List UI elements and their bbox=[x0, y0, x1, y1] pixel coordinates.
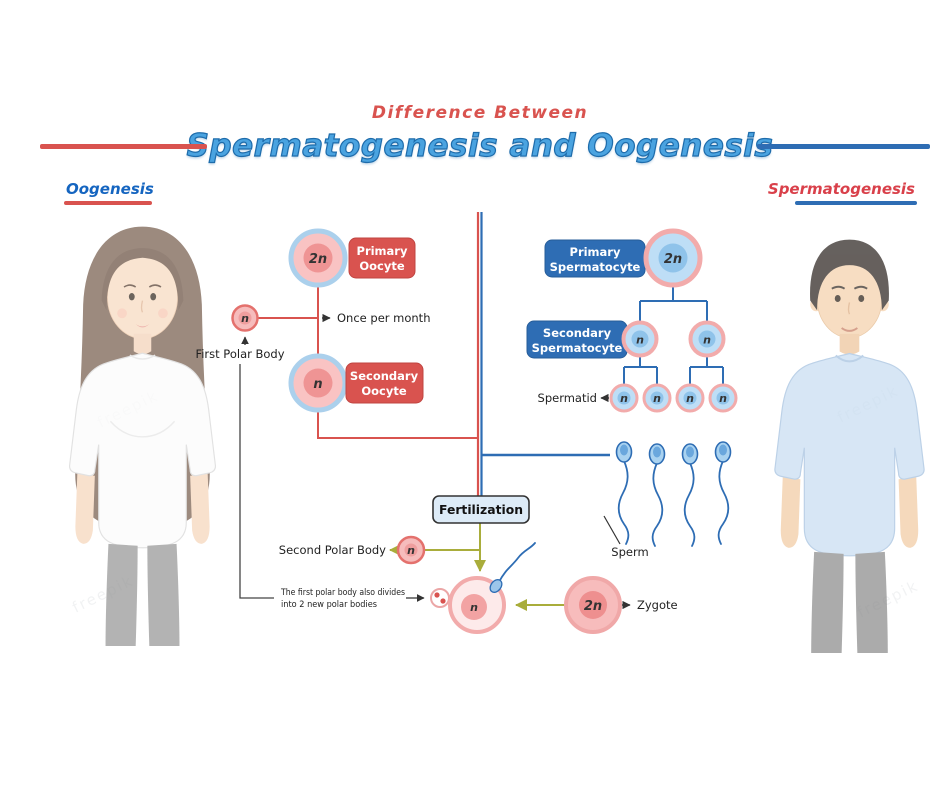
oogenesis-flow-lines bbox=[258, 285, 477, 439]
fertilized-egg-ploidy: n bbox=[470, 601, 478, 614]
man-facial-features bbox=[831, 285, 868, 332]
sperm-label: Sperm bbox=[611, 545, 648, 559]
fertilization-flow-lines bbox=[389, 523, 565, 611]
secondary-spermatocyte-ploidy-1: n bbox=[636, 334, 644, 347]
primary-spermatocyte-label-line1: Primary bbox=[570, 245, 621, 259]
first-polar-body-trace-line bbox=[239, 364, 274, 599]
woman-collar bbox=[129, 354, 156, 360]
primary-spermatocyte-ploidy: 2n bbox=[664, 252, 682, 267]
secondary-spermatocyte-cell: n bbox=[621, 320, 659, 358]
spermatid-label: Spermatid bbox=[538, 391, 597, 405]
spermatid-ploidy-4: n bbox=[719, 392, 727, 405]
sperm-pointer-line bbox=[603, 515, 621, 545]
divided-polar-bodies-icon bbox=[430, 588, 450, 608]
secondary-spermatocyte-label: Secondary Spermatocyte bbox=[526, 320, 628, 359]
woman-right-arm bbox=[190, 473, 210, 544]
secondary-spermatocyte-label-line1: Secondary bbox=[543, 326, 612, 340]
secondary-oocyte-label-line1: Secondary bbox=[350, 369, 419, 383]
first-polar-body-label: First Polar Body bbox=[195, 347, 284, 361]
primary-oocyte-label-line1: Primary bbox=[357, 244, 408, 258]
woman-facial-features bbox=[117, 284, 168, 328]
spermatid-cell: n bbox=[642, 383, 672, 413]
spermatid-cell: n bbox=[609, 383, 639, 413]
secondary-oocyte-label-line2: Oocyte bbox=[361, 384, 406, 398]
spermatogenesis-heading: Spermatogenesis bbox=[767, 180, 915, 198]
once-per-month-label: Once per month bbox=[337, 311, 430, 325]
sperm-cell bbox=[714, 441, 732, 545]
man-collar bbox=[835, 354, 864, 363]
polar-body-note: The first polar body also divides into 2… bbox=[280, 588, 450, 610]
woman-neck bbox=[133, 333, 152, 355]
woman-shirt-shading bbox=[109, 420, 176, 438]
secondary-spermatocyte-ploidy-2: n bbox=[703, 334, 711, 347]
man-left-leg bbox=[811, 551, 844, 653]
secondary-oocyte-ploidy: n bbox=[313, 377, 322, 392]
man-left-arm bbox=[780, 477, 801, 548]
title-accent-bar-left bbox=[40, 144, 207, 149]
secondary-spermatocyte-label-line2: Spermatocyte bbox=[532, 341, 623, 355]
primary-spermatocyte-cell: 2n bbox=[643, 228, 703, 288]
entering-sperm-icon bbox=[489, 542, 536, 593]
second-polar-body-cell: n bbox=[396, 535, 426, 565]
primary-spermatocyte-label: Primary Spermatocyte bbox=[544, 239, 646, 278]
fertilization-label: Fertilization bbox=[439, 503, 523, 517]
spermatogenesis-underline bbox=[795, 201, 917, 205]
first-polar-body-cell: n bbox=[231, 304, 259, 332]
spermatid-cell: n bbox=[708, 383, 738, 413]
woman-illustration bbox=[68, 226, 217, 646]
oogenesis-underline bbox=[64, 201, 152, 205]
polar-body-note-line1: The first polar body also divides bbox=[280, 588, 405, 598]
sperm-cell bbox=[648, 443, 666, 547]
second-polar-body-ploidy: n bbox=[407, 544, 415, 557]
man-right-leg bbox=[855, 551, 888, 653]
polar-body-note-line2: into 2 new polar bodies bbox=[281, 600, 377, 610]
man-shirt bbox=[774, 352, 925, 557]
primary-oocyte-label-line2: Oocyte bbox=[359, 259, 404, 273]
fertilization-box: Fertilization bbox=[432, 495, 530, 524]
secondary-oocyte-label: Secondary Oocyte bbox=[345, 362, 424, 404]
sperm-cell bbox=[615, 441, 633, 545]
spermatid-ploidy-2: n bbox=[653, 392, 661, 405]
man-right-arm bbox=[898, 477, 919, 548]
sperm-cells bbox=[615, 441, 732, 547]
zygote-cell: 2n bbox=[564, 576, 622, 634]
sperm-cell bbox=[681, 443, 699, 547]
man-hair bbox=[810, 239, 889, 311]
woman-left-leg bbox=[105, 543, 138, 646]
secondary-spermatocyte-cell: n bbox=[688, 320, 726, 358]
woman-left-arm bbox=[75, 473, 95, 544]
secondary-oocyte-cell: n bbox=[288, 353, 348, 413]
primary-oocyte-label: Primary Oocyte bbox=[348, 237, 416, 279]
fertilized-egg-cell: n bbox=[448, 542, 536, 634]
first-polar-body-ploidy: n bbox=[241, 312, 249, 325]
subtitle: Difference Between bbox=[371, 103, 589, 123]
woman-hair-front bbox=[101, 248, 184, 311]
title-accent-bar-right bbox=[757, 144, 930, 149]
page-title: Spermatogenesis and Oogenesis bbox=[186, 127, 774, 164]
center-divider bbox=[476, 212, 483, 496]
zygote-ploidy: 2n bbox=[584, 599, 602, 614]
spermatid-ploidy-3: n bbox=[686, 392, 694, 405]
spermatogenesis-flow-lines bbox=[482, 285, 724, 457]
spermatid-ploidy-1: n bbox=[620, 392, 628, 405]
woman-right-leg bbox=[147, 543, 180, 646]
second-polar-body-label: Second Polar Body bbox=[279, 543, 386, 557]
man-illustration bbox=[774, 239, 925, 653]
spermatid-cell: n bbox=[675, 383, 705, 413]
man-neck bbox=[839, 333, 860, 355]
primary-spermatocyte-label-line2: Spermatocyte bbox=[550, 260, 641, 274]
woman-shirt bbox=[68, 352, 217, 549]
oogenesis-heading: Oogenesis bbox=[66, 180, 154, 198]
primary-oocyte-cell: 2n bbox=[288, 228, 348, 288]
zygote-label: Zygote bbox=[637, 598, 678, 612]
primary-oocyte-ploidy: 2n bbox=[309, 252, 327, 267]
